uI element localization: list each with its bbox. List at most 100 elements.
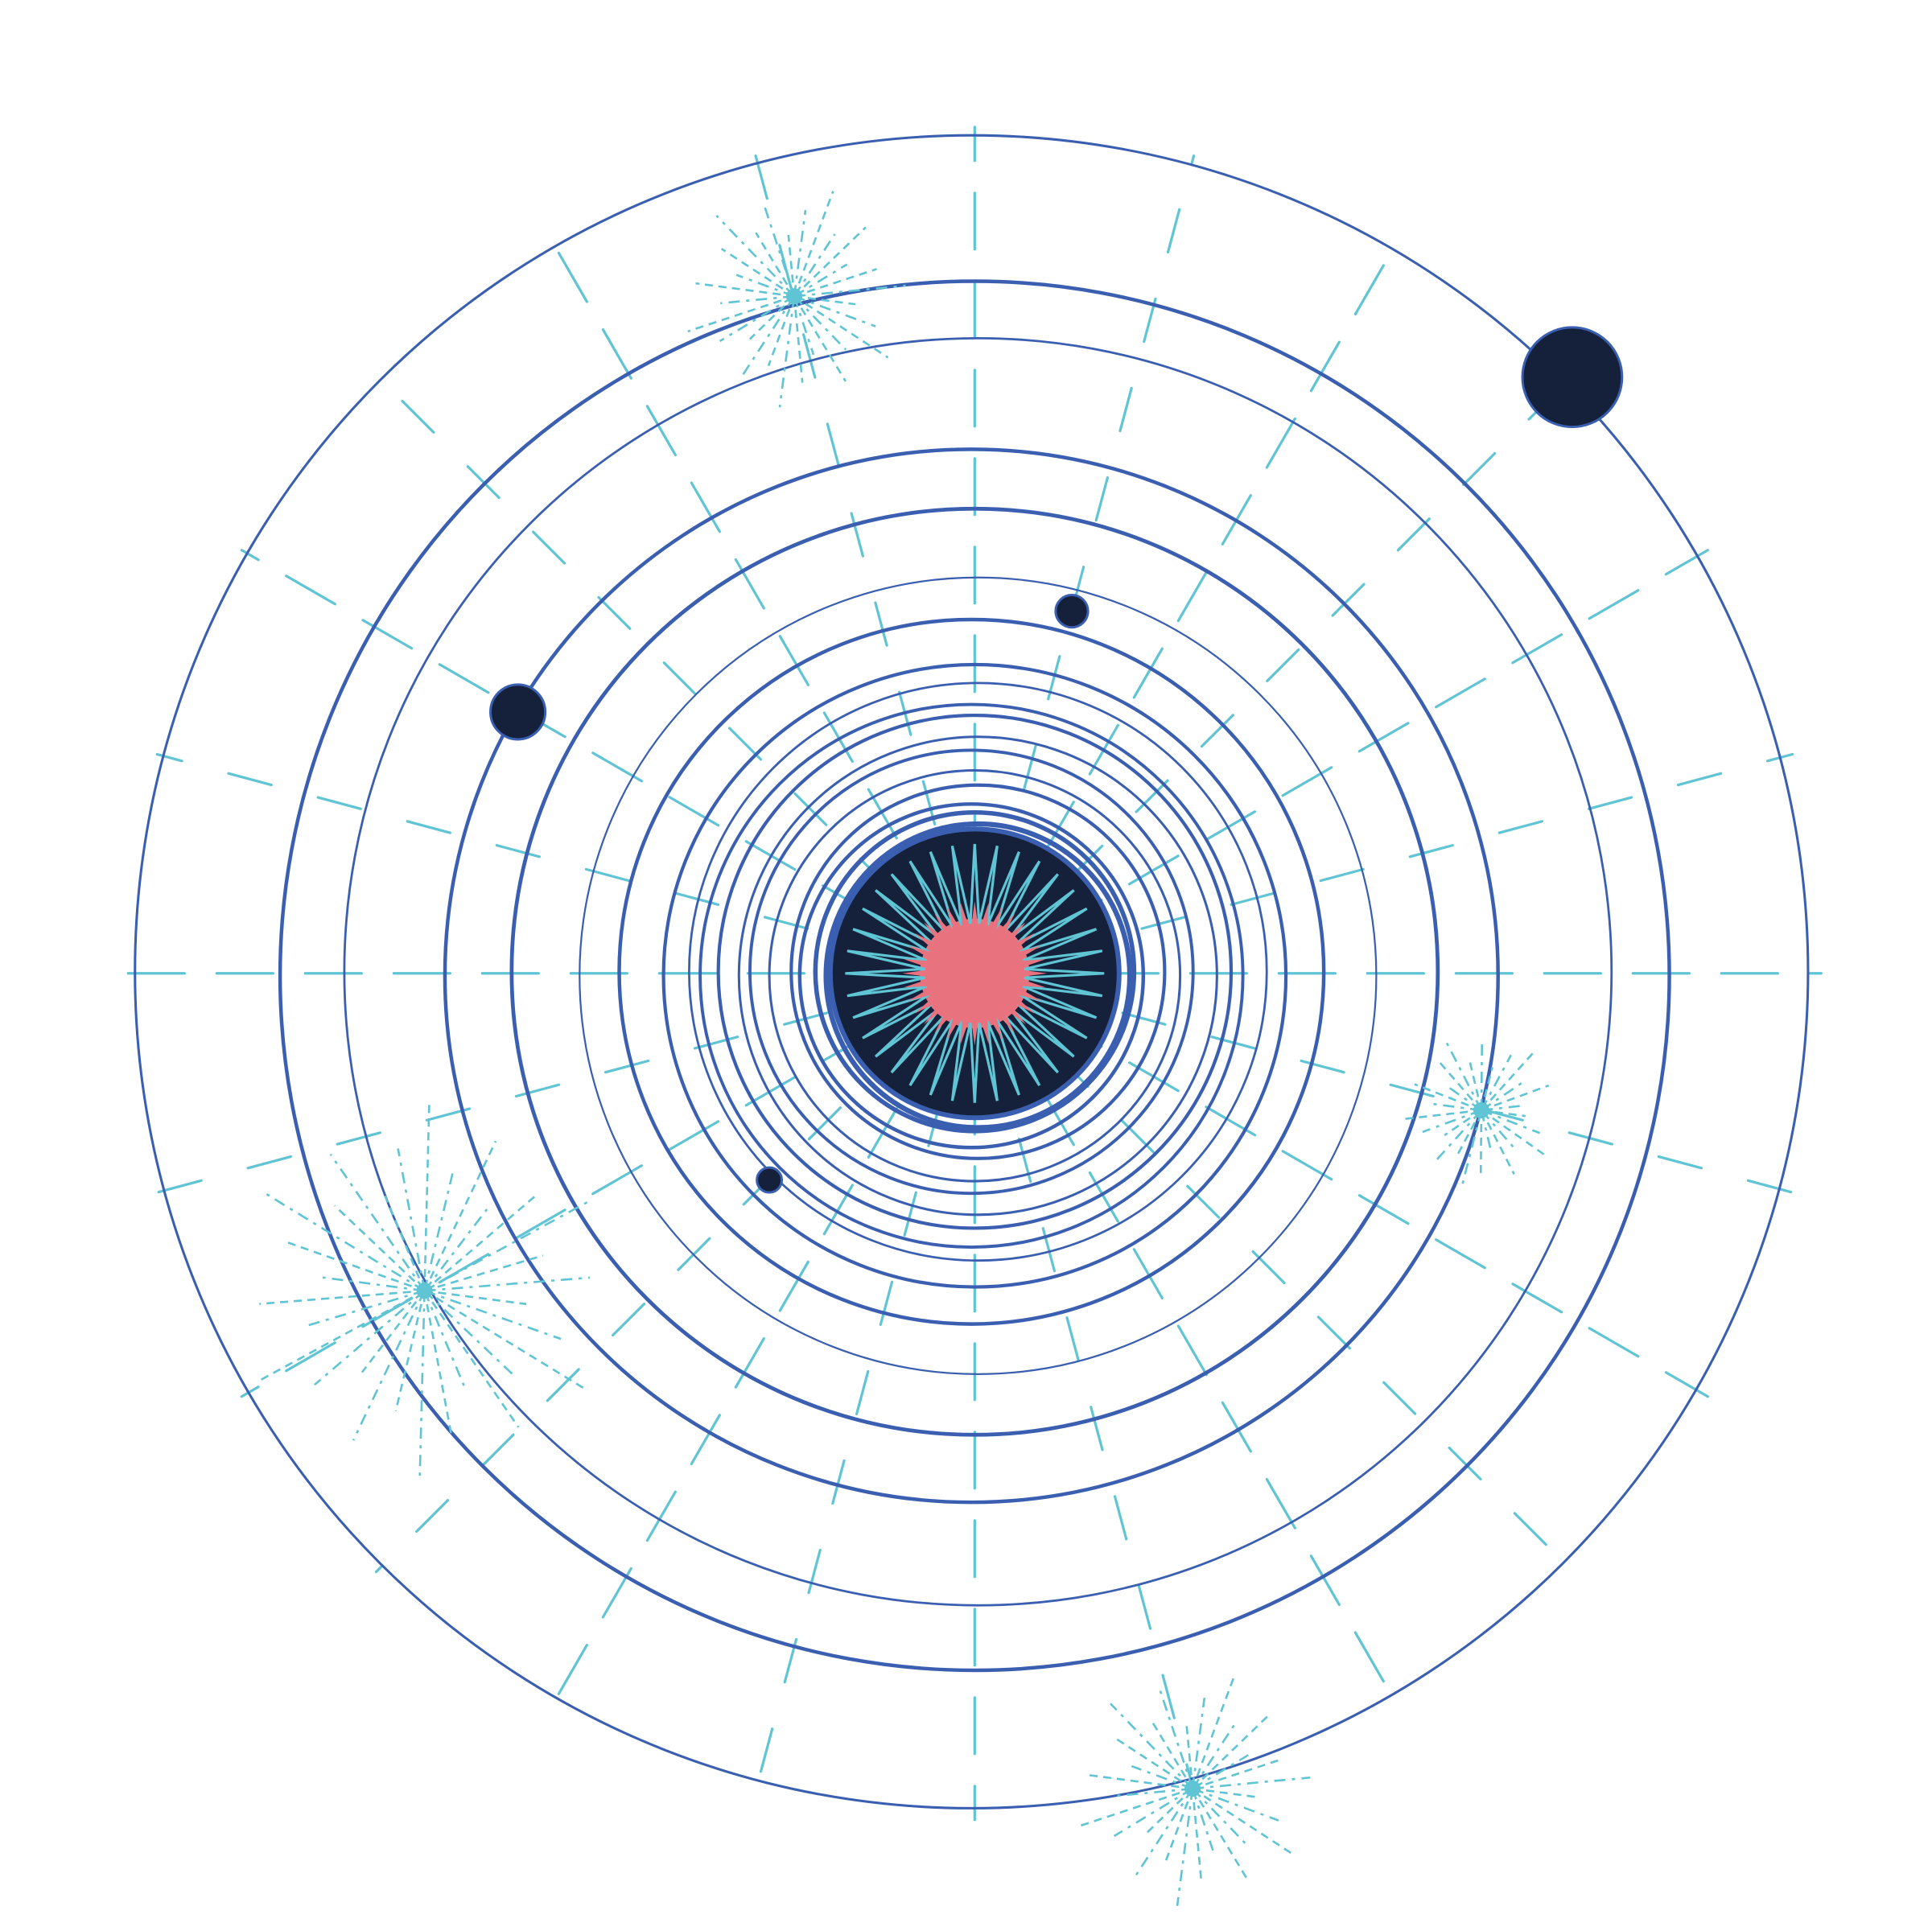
starburst-ray: [687, 294, 795, 333]
starburst-ray: [424, 1289, 527, 1306]
starburst-ray: [793, 268, 877, 298]
starburst-ray: [1432, 1110, 1482, 1165]
starburst-ray: [1480, 1110, 1515, 1175]
starburst-ray: [762, 201, 796, 297]
starburst-ray: [1191, 1788, 1203, 1880]
starburst-ray: [749, 295, 795, 340]
starburst-ray: [1444, 1084, 1482, 1112]
planets: [489, 326, 1624, 1194]
orbit-ring: [617, 617, 1326, 1326]
starburst-ray: [793, 191, 834, 297]
starburst-ray: [352, 1290, 426, 1441]
starburst-ray: [423, 1196, 536, 1292]
starburst-ray: [329, 1153, 426, 1292]
starburst-ray: [424, 1276, 590, 1292]
starburst-ray: [314, 1290, 426, 1386]
orbit-ring: [823, 821, 1133, 1130]
starburst-ray: [1115, 1737, 1193, 1790]
starburst-ray: [1114, 1787, 1193, 1797]
orbit-ring: [509, 506, 1440, 1437]
starburst-ray: [1192, 1754, 1249, 1790]
starburst-ray: [423, 1104, 430, 1291]
starburst-center: [1185, 1781, 1201, 1797]
starburst-ray: [1176, 1788, 1194, 1906]
guide-line: [374, 373, 1575, 1574]
starburst-ray: [424, 1254, 544, 1292]
starburst-ray: [793, 233, 836, 297]
guide-line: [754, 154, 1196, 1793]
orbit-ring: [797, 802, 1146, 1150]
starburst-top: [687, 191, 906, 408]
starburst-ray: [1088, 1773, 1193, 1790]
planet-lower-small: [756, 1166, 784, 1194]
starburst-ray: [259, 1289, 425, 1305]
starburst-ray: [1480, 1110, 1493, 1155]
planet-left: [489, 683, 547, 741]
orbit-ring: [278, 279, 1671, 1673]
starburst-ray: [1480, 1038, 1484, 1110]
starburst-ray: [720, 248, 795, 298]
starburst-ray: [755, 232, 796, 297]
starburst-ray: [1131, 1764, 1193, 1790]
starburst-ray: [1192, 1788, 1248, 1847]
starburst-ray: [394, 1290, 426, 1412]
starburst-ray: [1481, 1079, 1526, 1112]
starburst-ray: [423, 1291, 452, 1434]
starburst-ray: [793, 295, 815, 356]
starburst-right: [1400, 1037, 1550, 1189]
starburst-ray: [793, 294, 856, 306]
starburst-ray: [1455, 1110, 1483, 1159]
starburst-ray: [1191, 1788, 1248, 1880]
orbit-rings: [134, 134, 1810, 1810]
starburst-ray: [1080, 1787, 1193, 1827]
starburst-ray: [793, 296, 804, 383]
starburst-ray: [264, 1192, 426, 1292]
starburst-ray: [322, 1276, 425, 1292]
orbit-ring: [661, 662, 1288, 1289]
starburst-ray: [793, 295, 847, 351]
starburst-ray: [793, 284, 906, 298]
starburst-ray: [1192, 1788, 1292, 1855]
starburst-ray: [418, 1291, 426, 1478]
orbit-ring: [789, 783, 1167, 1160]
starburst-ray: [423, 1200, 589, 1292]
starburst-ray: [1185, 1723, 1194, 1789]
orbit-ring: [716, 714, 1234, 1230]
starburst-ray: [695, 282, 795, 298]
starburst-ray: [305, 1290, 425, 1328]
orbit-ring: [698, 702, 1245, 1249]
starburst-ray: [1191, 1788, 1214, 1851]
starburst-ray: [1144, 1788, 1193, 1835]
starburst-ray: [423, 1290, 465, 1386]
starburst-ray: [423, 1290, 520, 1428]
starburst-ray: [1192, 1759, 1280, 1790]
orbit-ring: [134, 134, 1810, 1810]
orbit-ring: [343, 336, 1613, 1607]
starburst-ray: [1481, 1109, 1541, 1134]
starburst-ray: [1192, 1715, 1269, 1790]
sun-rays: [845, 843, 1105, 1103]
starburst-ray: [1480, 1067, 1493, 1111]
starburst-ray: [1191, 1677, 1235, 1789]
starburst-center: [417, 1283, 432, 1299]
starburst-left: [259, 1104, 590, 1478]
starburst-ray: [1444, 1109, 1482, 1137]
starburst-ray: [260, 1290, 426, 1381]
orbit-ring: [688, 681, 1268, 1262]
starburst-ray: [423, 1170, 455, 1291]
orbit-ring: [737, 735, 1218, 1217]
orbit-ring: [443, 447, 1500, 1505]
starburst-ray: [1427, 1102, 1482, 1112]
starburst-ray: [423, 1140, 497, 1291]
orbit-ring: [768, 768, 1182, 1183]
guide-line: [240, 549, 1709, 1398]
orbit-ring: [813, 809, 1137, 1134]
starburst-ray: [767, 295, 796, 367]
starburst-ray: [1480, 1110, 1518, 1152]
starburst-ray: [1192, 1776, 1311, 1790]
sun: [827, 826, 1122, 1121]
starburst-ray: [423, 1208, 488, 1292]
starburst-ray: [1481, 1084, 1550, 1112]
starburst-ray: [778, 296, 796, 408]
